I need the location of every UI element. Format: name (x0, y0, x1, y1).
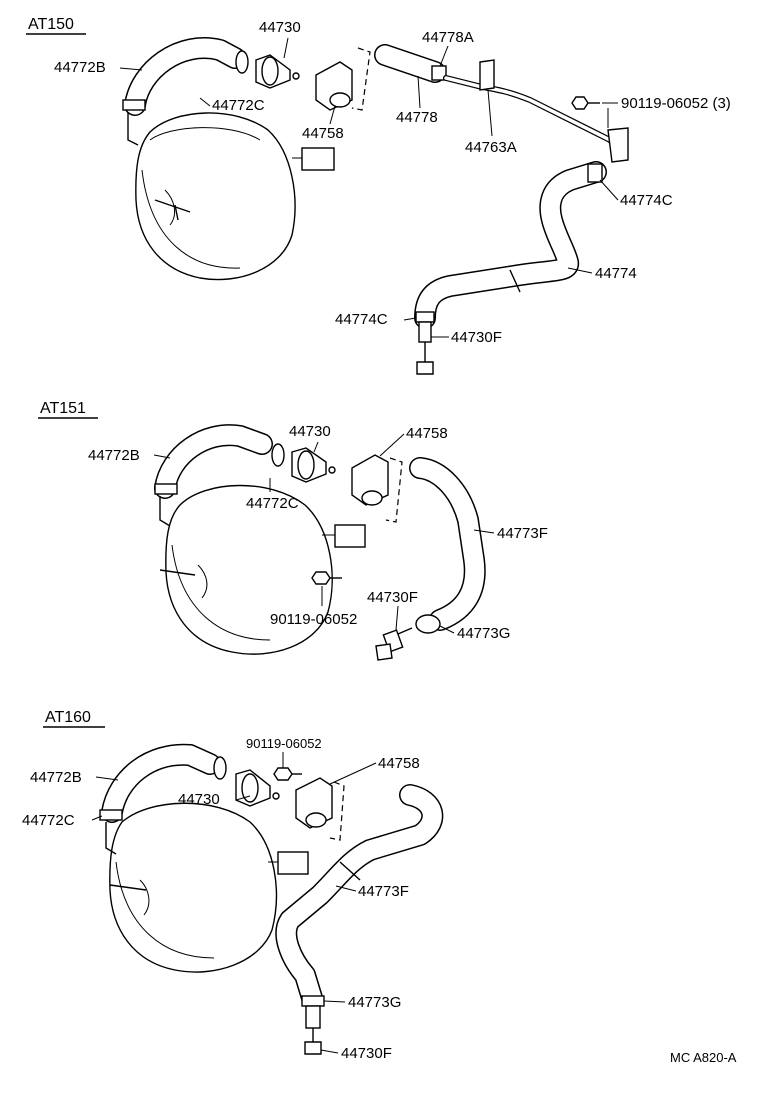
callout-44763a: 44763A (465, 139, 517, 156)
callout-44772b: 44772B (88, 447, 140, 464)
union-bolt-44730f (416, 321, 434, 375)
leader-lines (91, 752, 377, 1054)
booster-port (301, 147, 335, 171)
callout-44778a: 44778A (422, 29, 474, 46)
section-at151: AT151 (38, 400, 548, 661)
section-at160: AT160 (22, 709, 444, 1062)
leader-lines (153, 433, 495, 634)
callout-90119-06052: 90119-06052 (246, 736, 322, 751)
bolt-90119-06052 (571, 96, 600, 110)
hose-44772b (122, 37, 246, 146)
pipe-bracket (479, 59, 495, 91)
union-bolt-44730f (304, 1005, 322, 1055)
callout-44758: 44758 (378, 755, 420, 772)
callout-44730: 44730 (259, 19, 301, 36)
callout-44758: 44758 (302, 125, 344, 142)
brake-booster (135, 112, 335, 281)
callout-44730f: 44730F (367, 589, 418, 606)
hose-44773f (275, 784, 444, 1009)
clamp (122, 99, 146, 111)
clamp-44772c (99, 809, 123, 821)
callout-44774c-lower: 44774C (335, 311, 388, 328)
callout-44773f: 44773F (358, 883, 409, 900)
callout-90119-06052: 90119-06052 (270, 611, 357, 628)
callout-44774: 44774 (595, 265, 637, 282)
bolt-90119-06052 (311, 571, 342, 585)
hose-44773f (409, 457, 486, 634)
callout-44730: 44730 (289, 423, 331, 440)
callout-44778: 44778 (396, 109, 438, 126)
union-bolt-44730f (375, 627, 413, 661)
section-title-at151: AT151 (40, 400, 86, 417)
clamp-44773g (415, 614, 441, 634)
hose-44772b (99, 743, 221, 855)
callout-44772c: 44772C (212, 97, 265, 114)
clamp-44774c (587, 163, 603, 183)
check-valve-44730 (213, 756, 280, 807)
bracket-44758 (351, 454, 403, 523)
section-title-at150: AT150 (28, 16, 74, 33)
pipe-assembly-44763a (374, 44, 629, 163)
callout-44774c: 44774C (620, 192, 673, 209)
bracket-44758 (315, 47, 371, 111)
callout-44758: 44758 (406, 425, 448, 442)
callout-44773g: 44773G (457, 625, 510, 642)
callout-44772b: 44772B (30, 769, 82, 786)
figure-code: MC A820-A (670, 1050, 737, 1065)
hose-44774 (414, 161, 607, 329)
callout-44772c: 44772C (246, 495, 299, 512)
clamp (431, 65, 447, 81)
leader-lines (119, 37, 619, 338)
callout-44730: 44730 (178, 791, 220, 808)
check-valve-44730 (235, 50, 300, 89)
section-at150: AT150 (26, 16, 731, 375)
clamp (154, 483, 178, 495)
callout-44772b: 44772B (54, 59, 106, 76)
callout-44730f: 44730F (341, 1045, 392, 1062)
pipe-bracket (607, 127, 629, 163)
brake-booster (159, 484, 366, 655)
bracket-44758 (295, 777, 345, 841)
booster-port (334, 524, 366, 548)
brake-booster (109, 802, 309, 973)
callout-90119-06052: 90119-06052 (3) (621, 95, 731, 112)
section-title-at160: AT160 (45, 709, 91, 726)
callout-44773f: 44773F (497, 525, 548, 542)
callout-44730f: 44730F (451, 329, 502, 346)
callout-44773g: 44773G (348, 994, 401, 1011)
hose-44772b (154, 424, 273, 527)
check-valve-44730 (271, 443, 336, 483)
clamp-44774c (415, 311, 435, 323)
clamp-44773g (301, 995, 325, 1007)
booster-port (277, 851, 309, 875)
callout-44772c: 44772C (22, 812, 75, 829)
bolt-90119-06052 (273, 767, 302, 781)
